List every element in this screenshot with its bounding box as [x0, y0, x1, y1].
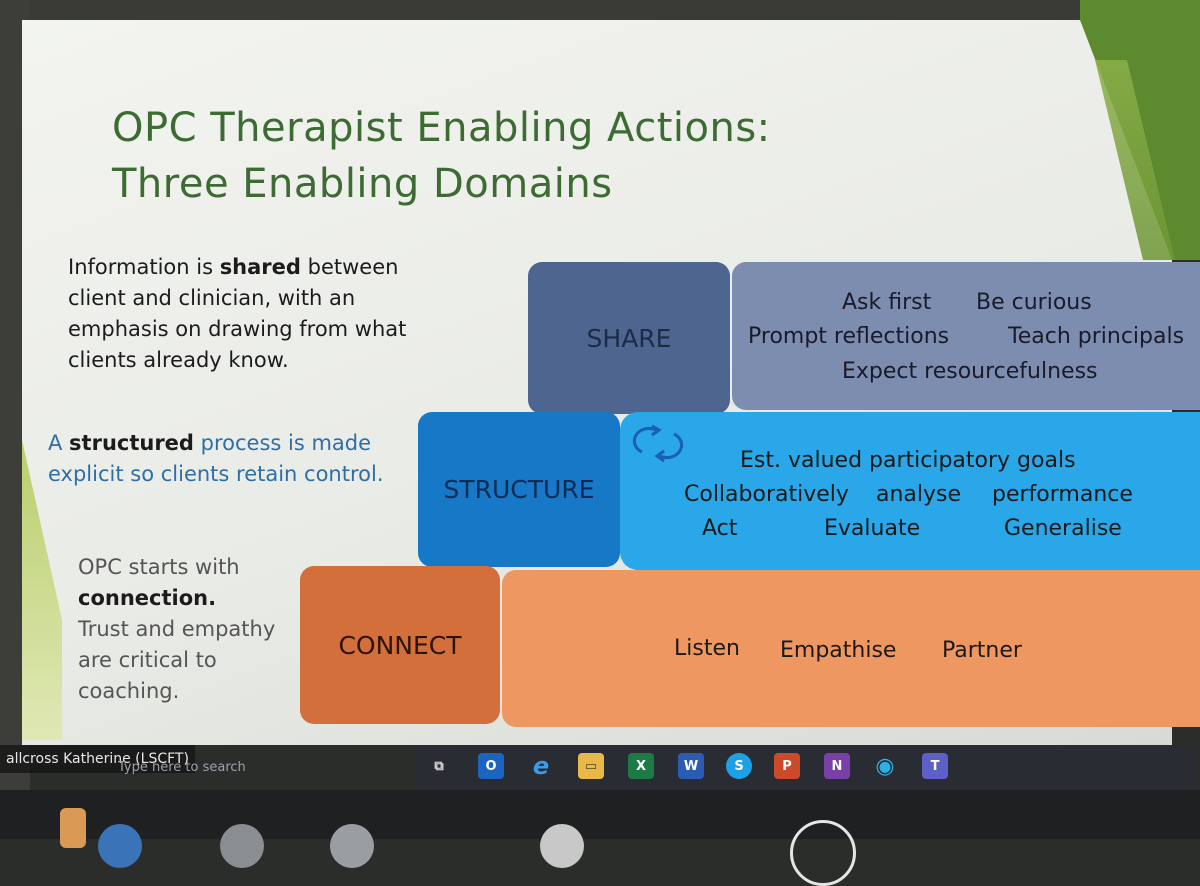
avatar[interactable]: [220, 824, 264, 868]
share-action-expect-resourcefulness: Expect resourcefulness: [842, 359, 1098, 384]
edge-icon[interactable]: ◉: [875, 753, 895, 779]
share-description: Information is shared between client and…: [68, 252, 448, 376]
connect-action-partner: Partner: [942, 638, 1022, 663]
avatar[interactable]: [98, 824, 142, 868]
structure-action-analyse: analyse: [876, 482, 962, 507]
structure-description: A structured process is made explicit so…: [48, 428, 408, 490]
avatar[interactable]: [330, 824, 374, 868]
share-desc-bold: shared: [219, 255, 301, 279]
connect-action-empathise: Empathise: [780, 638, 897, 663]
teams-icon[interactable]: T: [922, 753, 948, 779]
connect-actions-box: Listen Empathise Partner: [502, 570, 1200, 727]
share-action-prompt-reflections: Prompt reflections: [748, 324, 950, 349]
share-action-teach-principals: Teach principals: [1008, 324, 1185, 349]
skype-icon[interactable]: S: [726, 753, 752, 779]
participant-name-tag: allcross Katherine (LSCFT): [0, 745, 195, 773]
structure-label: STRUCTURE: [443, 475, 595, 504]
slide-title-line-1: OPC Therapist Enabling Actions:: [112, 105, 771, 151]
avatar[interactable]: [540, 824, 584, 868]
share-label: SHARE: [586, 323, 672, 353]
structure-action-generalise: Generalise: [1004, 516, 1122, 541]
file-explorer-icon[interactable]: ▭: [578, 753, 604, 779]
structure-action-performance: performance: [992, 482, 1133, 507]
excel-icon[interactable]: X: [628, 753, 654, 779]
connect-label-box: CONNECT: [300, 566, 500, 724]
raise-hand-icon[interactable]: [60, 808, 86, 848]
structure-desc-bold: structured: [69, 431, 194, 455]
share-desc-text-2: between client and clinician, with an em…: [68, 255, 407, 372]
connect-desc-bold: connection.: [78, 586, 217, 610]
share-action-ask-first: Ask first: [842, 290, 932, 315]
connect-desc-text-1: OPC starts with: [78, 555, 240, 579]
ie-icon[interactable]: e: [532, 752, 550, 780]
share-label-box: SHARE: [528, 262, 730, 414]
structure-label-box: STRUCTURE: [418, 412, 620, 567]
connect-description: OPC starts with connection. Trust and em…: [78, 552, 308, 707]
powerpoint-icon[interactable]: P: [774, 753, 800, 779]
share-desc-text-1: Information is: [68, 255, 220, 279]
connect-desc-text-2: Trust and empathy are critical to coachi…: [78, 617, 276, 703]
structure-desc-text-1: A: [48, 431, 70, 455]
structure-actions-box: Est. valued participatory goals Collabor…: [620, 412, 1200, 570]
cycle-arrows-icon: [632, 424, 684, 462]
outlook-icon[interactable]: O: [478, 753, 504, 779]
structure-desc-text-2: process is made explicit so clients reta…: [48, 431, 384, 486]
share-action-be-curious: Be curious: [976, 290, 1092, 315]
connect-action-listen: Listen: [674, 636, 740, 661]
slide-title: OPC Therapist Enabling Actions: Three En…: [112, 100, 1012, 212]
structure-action-collaboratively: Collaboratively: [684, 482, 849, 507]
meeting-controls-band: [0, 790, 1200, 839]
share-actions-box: Ask first Be curious Prompt reflections …: [732, 262, 1200, 410]
task-view-icon[interactable]: ⧉: [434, 758, 444, 774]
taskbar-search-hint[interactable]: Type here to search: [118, 760, 246, 775]
slide-title-line-2: Three Enabling Domains: [112, 161, 613, 207]
word-icon[interactable]: W: [678, 753, 704, 779]
connect-label: CONNECT: [338, 630, 462, 660]
structure-action-act: Act: [702, 516, 738, 541]
structure-action-evaluate: Evaluate: [824, 516, 921, 541]
structure-action-goals: Est. valued participatory goals: [740, 448, 1076, 473]
onenote-icon[interactable]: N: [824, 753, 850, 779]
record-button[interactable]: [790, 820, 856, 886]
windows-taskbar: [415, 745, 1195, 791]
